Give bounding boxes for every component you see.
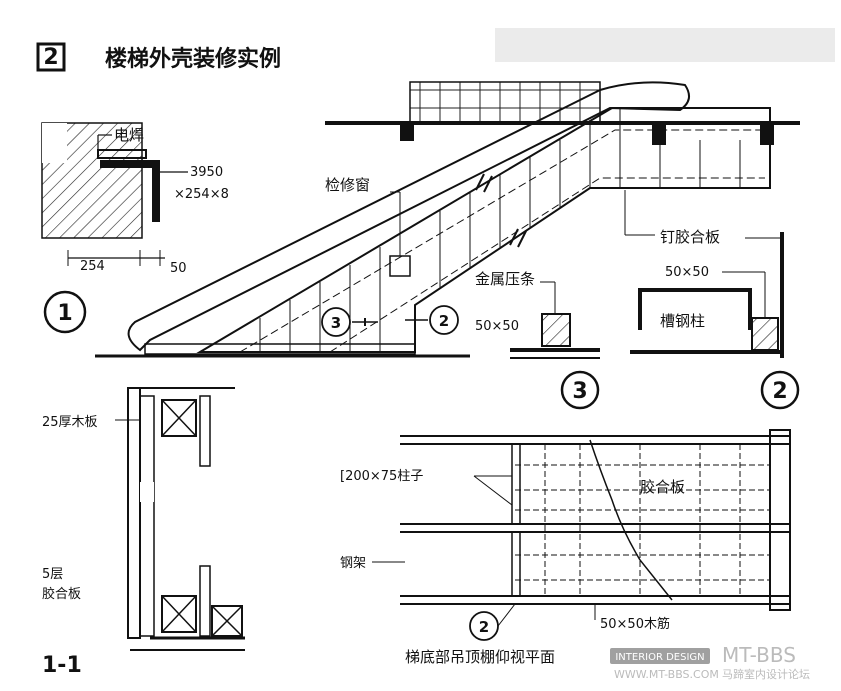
wood-board-label: 25厚木板	[42, 415, 98, 430]
callout-2: 2	[439, 312, 449, 330]
watermark-site: WWW.MT-BBS.COM	[614, 668, 719, 681]
channel-column	[638, 288, 752, 330]
watermark-badge: INTERIOR DESIGN	[615, 652, 704, 663]
angle-spec-line2: ×254×8	[174, 187, 229, 202]
section-caption: 1-1	[42, 653, 82, 678]
callout-3: 3	[331, 314, 341, 332]
watermark: INTERIOR DESIGN MT-BBS WWW.MT-BBS.COM 马蹄…	[610, 643, 810, 681]
inspection-window-label: 检修窗	[325, 176, 370, 194]
detail-1-number: 1	[57, 301, 72, 326]
weld-label: 电焊	[114, 126, 144, 144]
steel-frame-label: 钢架	[340, 556, 366, 571]
steel-angle	[100, 160, 160, 222]
concrete-wall-hatch	[41, 122, 143, 239]
plywood-label-a: 5层	[42, 567, 63, 582]
metal-strip-dim: 50×50	[475, 319, 519, 334]
detail-1-circle	[43, 290, 87, 334]
section-1-1: 25厚木板 5层 胶合板 1-1	[42, 387, 245, 678]
blurred-watermark-band	[495, 28, 835, 62]
callout-2-circle	[429, 305, 459, 335]
title-number: 2	[43, 45, 58, 70]
page-title: 楼梯外壳装修实例	[105, 46, 281, 72]
title-number-box	[36, 42, 66, 72]
handrail	[127, 81, 690, 352]
detail-2-dim: 50×50	[665, 265, 709, 280]
wall-notch	[42, 123, 67, 163]
detail-1: 电焊 3950 ×254×8 254 50 1	[41, 122, 229, 334]
plan-callout: 2	[479, 618, 489, 636]
watermark-brand: MT-BBS	[722, 643, 796, 667]
dim-50: 50	[170, 261, 187, 276]
wood-block-bottom	[161, 595, 197, 633]
detail-3-number: 3	[572, 379, 587, 404]
dim-254: 254	[80, 259, 105, 274]
plan-caption: 梯底部吊顶棚仰视平面	[405, 648, 555, 666]
nail-plywood-label: 钉胶合板	[660, 228, 720, 246]
plywood-label-b: 胶合板	[42, 586, 81, 602]
wood-rib-label: 50×50木筋	[600, 616, 670, 632]
inspection-window	[389, 255, 411, 277]
detail-3: 金属压条 50×50 3	[475, 270, 600, 410]
detail-2-circle	[760, 370, 800, 410]
angle-spec-line1: 3950	[190, 165, 223, 180]
metal-strip-label: 金属压条	[475, 270, 535, 288]
upper-landing-panel	[409, 81, 601, 123]
ceiling-plan: [200×75柱子 胶合板 钢架 2 50×50木筋 梯底部吊顶棚仰视平面	[340, 429, 791, 666]
watermark-badge-bg	[610, 648, 710, 664]
escalator-elevation: 检修窗 3 2 钉胶合板	[95, 81, 800, 358]
detail-3-circle	[560, 370, 600, 410]
wood-block-top	[161, 399, 197, 437]
wood-block-2	[751, 317, 779, 351]
column-label: [200×75柱子	[340, 469, 423, 484]
title-block: 2 楼梯外壳装修实例	[36, 42, 281, 72]
watermark-tagline: 马蹄室内设计论坛	[722, 667, 810, 681]
callout-3-circle	[321, 307, 351, 337]
break-line	[589, 439, 673, 601]
wood-block-3	[541, 313, 571, 347]
detail-2-number: 2	[772, 379, 787, 404]
detail-2: 50×50 槽钢柱 2	[630, 232, 800, 410]
plan-plywood-label: 胶合板	[640, 478, 685, 496]
channel-column-label: 槽钢柱	[660, 312, 705, 330]
